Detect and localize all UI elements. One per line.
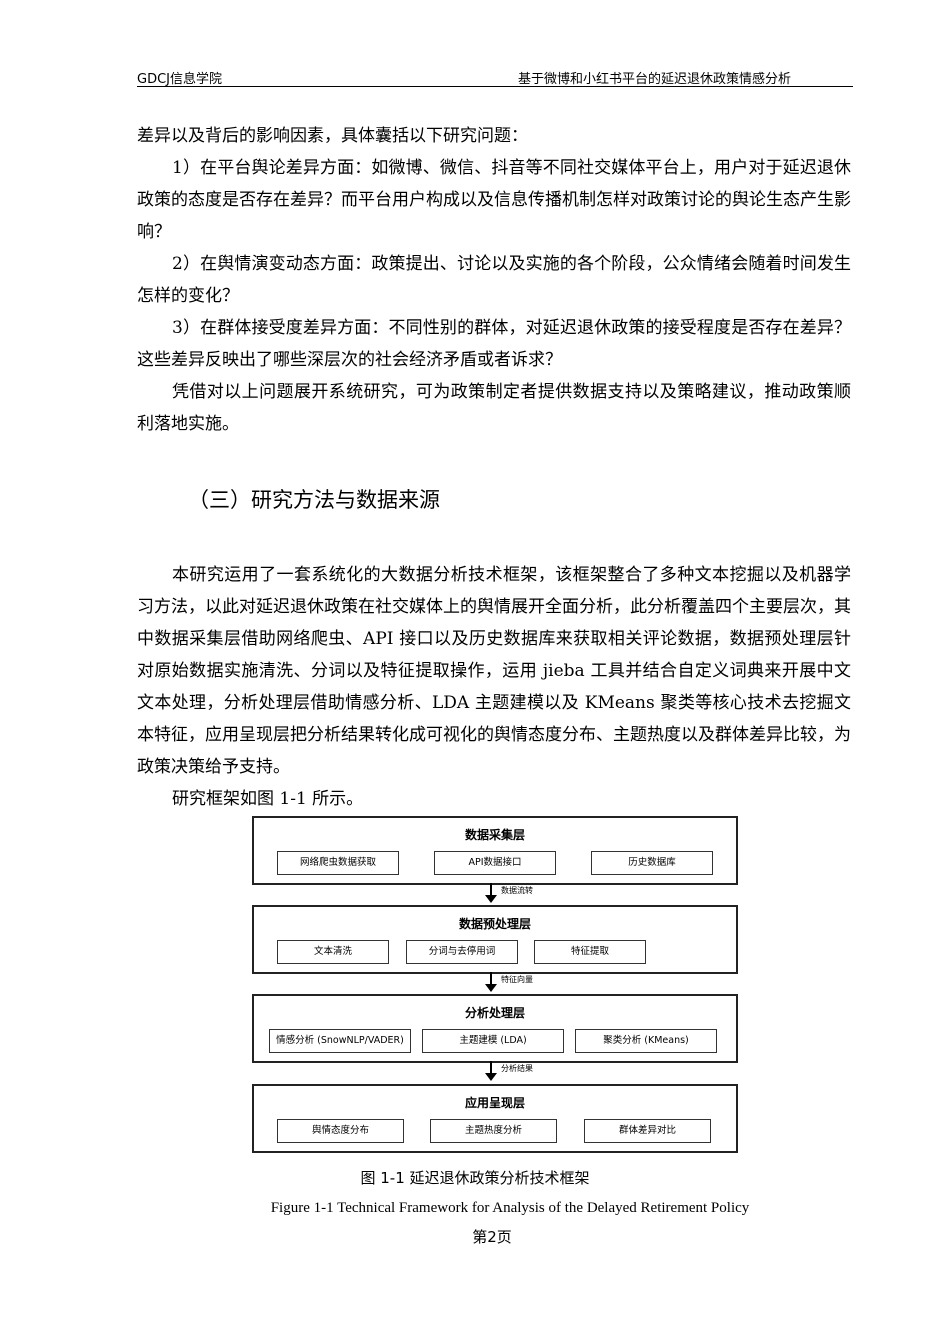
section-title: （三）研究方法与数据来源 — [188, 488, 440, 512]
paragraph-question-1: 1）在平台舆论差异方面：如微博、微信、抖音等不同社交媒体平台上，用户对于延迟退休… — [137, 158, 851, 242]
arrow-3 — [485, 1061, 497, 1081]
paragraph-question-2: 2）在舆情演变动态方面：政策提出、讨论以及实施的各个阶段，公众情绪会随着时间发生… — [137, 254, 851, 306]
box-text-cleaning: 文本清洗 — [277, 940, 389, 964]
arrow-label-3: 分析结果 — [501, 1064, 533, 1073]
layer-data-collection: 数据采集层 网络爬虫数据获取 API数据接口 历史数据库 — [252, 816, 738, 885]
arrow-1 — [485, 883, 497, 903]
arrow-label-2: 特征向量 — [501, 975, 533, 984]
box-feature-extraction: 特征提取 — [534, 940, 646, 964]
box-web-crawler: 网络爬虫数据获取 — [277, 851, 399, 875]
paragraph-question-3: 3）在群体接受度差异方面：不同性别的群体，对延迟退休政策的接受程度是否存在差异？… — [137, 318, 851, 370]
paragraph-method: 本研究运用了一套系统化的大数据分析技术框架，该框架整合了多种文本挖掘以及机器学习… — [137, 565, 851, 777]
box-topic-model: 主题建模 (LDA) — [422, 1029, 564, 1053]
layer-title: 分析处理层 — [464, 1006, 525, 1020]
paragraph-figure-ref: 研究框架如图 1-1 所示。 — [172, 789, 364, 809]
box-tokenize: 分词与去停用词 — [406, 940, 518, 964]
page-number: 第2页 — [472, 1228, 512, 1246]
layer-preprocessing: 数据预处理层 文本清洗 分词与去停用词 特征提取 — [252, 905, 738, 974]
box-clustering: 聚类分析 (KMeans) — [575, 1029, 717, 1053]
page-header: GDCJ信息学院 基于微博和小红书平台的延迟退休政策情感分析 — [137, 66, 853, 87]
box-topic-heat: 主题热度分析 — [430, 1119, 557, 1143]
header-thesis-title: 基于微博和小红书平台的延迟退休政策情感分析 — [517, 72, 791, 87]
box-sentiment: 情感分析 (SnowNLP/VADER) — [269, 1029, 411, 1053]
arrow-label-1: 数据流转 — [501, 886, 533, 895]
header-school: GDCJ信息学院 — [137, 72, 222, 87]
figure-caption-en: Figure 1-1 Technical Framework for Analy… — [270, 1200, 750, 1216]
figure-caption-cn: 图 1-1 延迟退休政策分析技术框架 — [360, 1169, 590, 1187]
layer-title: 数据预处理层 — [458, 917, 531, 931]
arrow-2 — [485, 972, 497, 992]
box-group-comparison: 群体差异对比 — [584, 1119, 711, 1143]
layer-title: 应用呈现层 — [464, 1096, 525, 1110]
layer-analysis: 分析处理层 情感分析 (SnowNLP/VADER) 主题建模 (LDA) 聚类… — [252, 994, 738, 1063]
box-history-db: 历史数据库 — [591, 851, 713, 875]
paragraph-conclusion: 凭借对以上问题展开系统研究，可为政策制定者提供数据支持以及策略建议，推动政策顺利… — [137, 382, 851, 434]
paragraph-intro: 差异以及背后的影响因素，具体囊括以下研究问题： — [137, 126, 528, 146]
layer-title: 数据采集层 — [464, 828, 525, 842]
box-api: API数据接口 — [434, 851, 556, 875]
box-attitude-distribution: 舆情态度分布 — [277, 1119, 404, 1143]
layer-application: 应用呈现层 舆情态度分布 主题热度分析 群体差异对比 — [252, 1084, 738, 1153]
